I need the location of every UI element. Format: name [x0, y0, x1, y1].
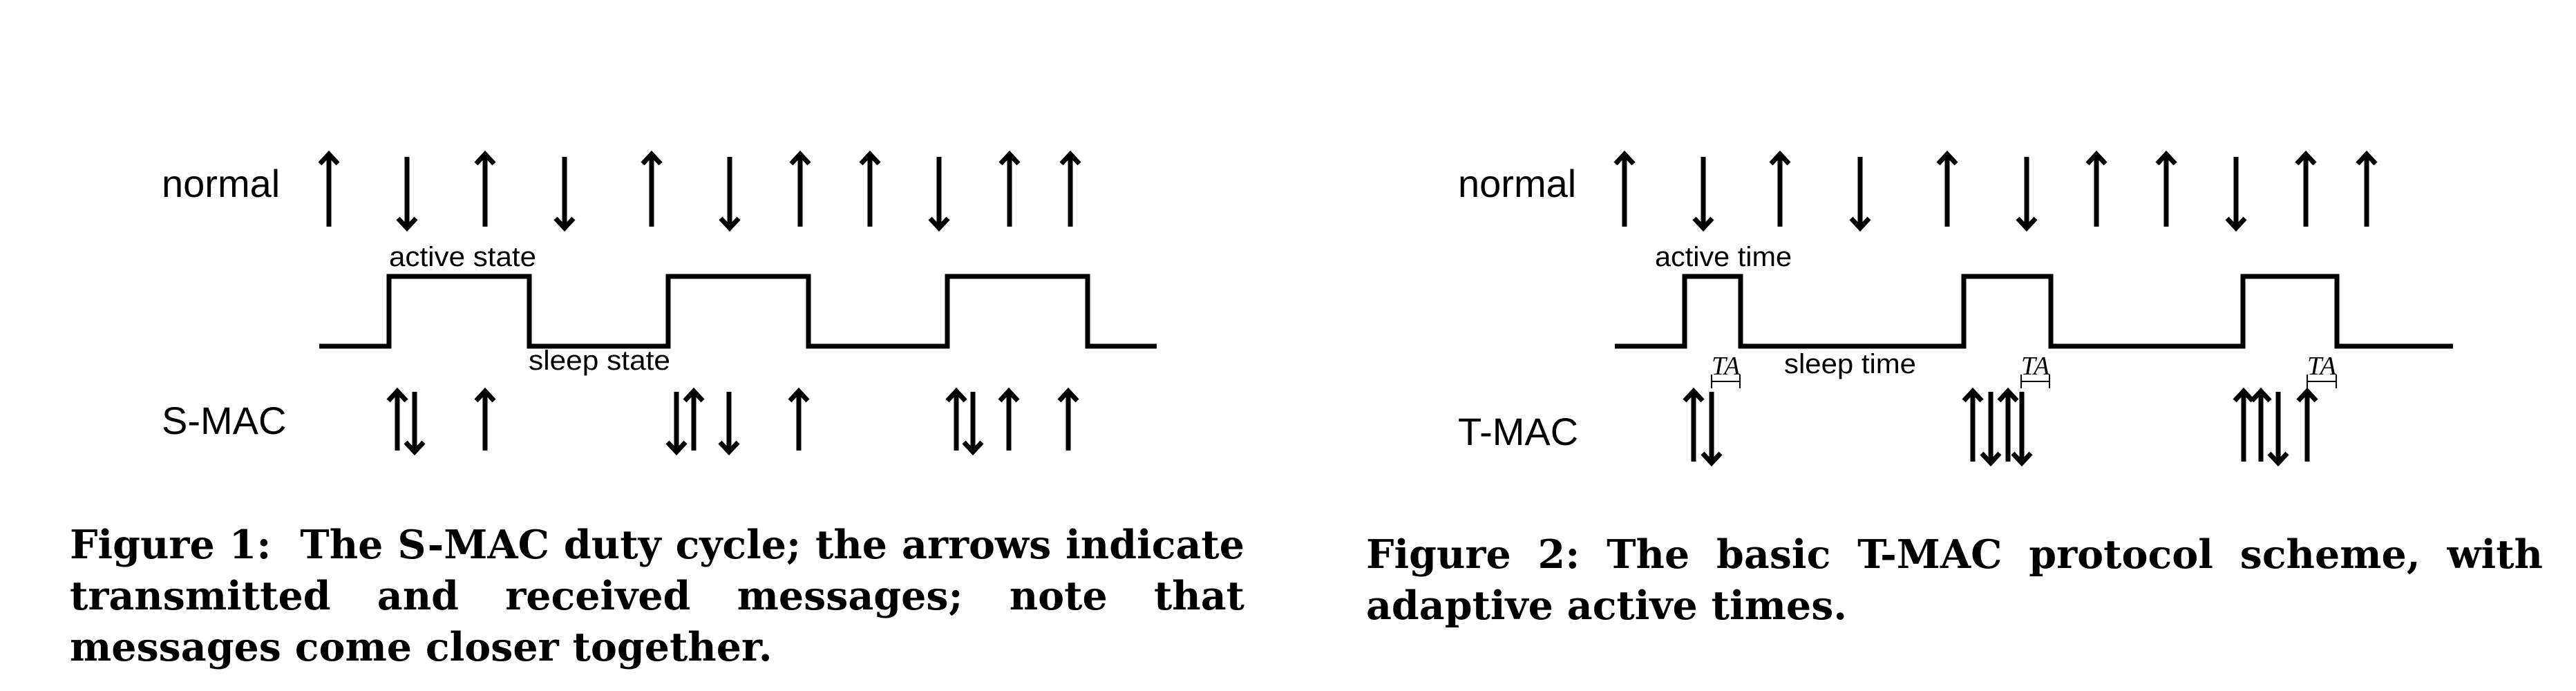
ta-bracket [2307, 375, 2337, 388]
arrow-up-icon [2155, 150, 2177, 227]
caption-text: The basic T-MAC protocol scheme, with ad… [1366, 531, 2543, 629]
arrow-up-icon [1613, 150, 1636, 227]
sleep-time-label: sleep time [1784, 349, 1916, 379]
arrow-down-icon [2011, 392, 2033, 467]
arrow-up-icon [641, 150, 663, 227]
arrow-up-icon [1997, 387, 2019, 462]
row-label-normal: normal [1458, 162, 1576, 205]
arrow-up-icon [2295, 150, 2317, 227]
arrow-up-icon [2233, 387, 2255, 462]
arrow-up-icon [1683, 387, 1705, 462]
ta-label: TA [2307, 352, 2337, 381]
arrow-down-icon [2225, 157, 2247, 232]
figure-2-tmac-diagram: normal T-MAC active time sleep time TA T… [1458, 150, 2453, 467]
duty-cycle-waveform [319, 274, 1157, 349]
ta-marker-1: TA [1711, 352, 1741, 388]
arrow-down-icon [1701, 392, 1723, 467]
duty-cycle-waveform [1615, 274, 2453, 349]
arrow-up-icon [859, 150, 881, 227]
arrow-up-icon [386, 387, 408, 451]
caption-label: Figure 1: [70, 522, 272, 568]
arrow-down-icon [2016, 157, 2038, 232]
arrow-down-icon [1849, 157, 1871, 232]
arrow-down-icon [396, 157, 418, 232]
normal-arrows-row [1613, 150, 2378, 232]
row-label-tmac: T-MAC [1458, 410, 1578, 453]
arrow-up-icon [2296, 387, 2318, 462]
arrow-up-icon [2085, 150, 2108, 227]
arrow-up-icon [1059, 150, 1081, 227]
arrow-up-icon [998, 387, 1020, 451]
row-label-smac: S-MAC [162, 399, 286, 442]
tmac-arrows-row [1683, 387, 2318, 467]
arrow-down-icon [718, 392, 740, 456]
arrow-down-icon [928, 157, 950, 232]
active-time-label: active time [1655, 242, 1792, 272]
arrow-down-icon [1692, 157, 1714, 232]
caption-label: Figure 2: [1366, 531, 1580, 578]
arrow-up-icon [474, 150, 496, 227]
caption-text: The S-MAC duty cycle; the arrows indicat… [70, 522, 1244, 670]
ta-marker-3: TA [2307, 352, 2337, 388]
smac-arrows-row [386, 387, 1079, 456]
arrow-down-icon [2267, 392, 2289, 467]
arrow-down-icon [1980, 392, 2002, 467]
arrow-up-icon [2250, 387, 2272, 462]
ta-bracket [1711, 375, 1741, 388]
arrow-up-icon [1962, 387, 1984, 462]
arrow-up-icon [474, 387, 496, 451]
arrow-up-icon [945, 387, 967, 451]
arrow-up-icon [318, 150, 340, 227]
sleep-state-label: sleep state [529, 346, 670, 376]
arrow-up-icon [2356, 150, 2378, 227]
ta-bracket [2020, 375, 2050, 388]
arrow-down-icon [665, 392, 688, 456]
figure-1-smac-diagram: normal S-MAC active state sleep state [162, 150, 1157, 456]
arrow-down-icon [553, 157, 576, 232]
arrow-up-icon [1769, 150, 1791, 227]
figure-2-caption: Figure 2: The basic T-MAC protocol schem… [1366, 529, 2543, 632]
arrow-down-icon [719, 157, 741, 232]
arrow-down-icon [962, 392, 984, 456]
arrow-up-icon [789, 150, 811, 227]
arrow-up-icon [1057, 387, 1079, 451]
ta-label: TA [2021, 352, 2050, 381]
ta-label: TA [1712, 352, 1741, 381]
active-state-label: active state [389, 242, 536, 272]
arrow-up-icon [683, 387, 705, 451]
arrow-up-icon [1936, 150, 1958, 227]
arrow-up-icon [998, 150, 1021, 227]
ta-marker-2: TA [2020, 352, 2050, 388]
figure-1-caption: Figure 1: The S-MAC duty cycle; the arro… [70, 520, 1244, 673]
arrow-down-icon [404, 392, 426, 456]
row-label-normal: normal [162, 162, 280, 205]
normal-arrows-row [318, 150, 1081, 232]
arrow-up-icon [788, 387, 810, 451]
timeout-markers: TA TA TA [1711, 352, 2337, 388]
